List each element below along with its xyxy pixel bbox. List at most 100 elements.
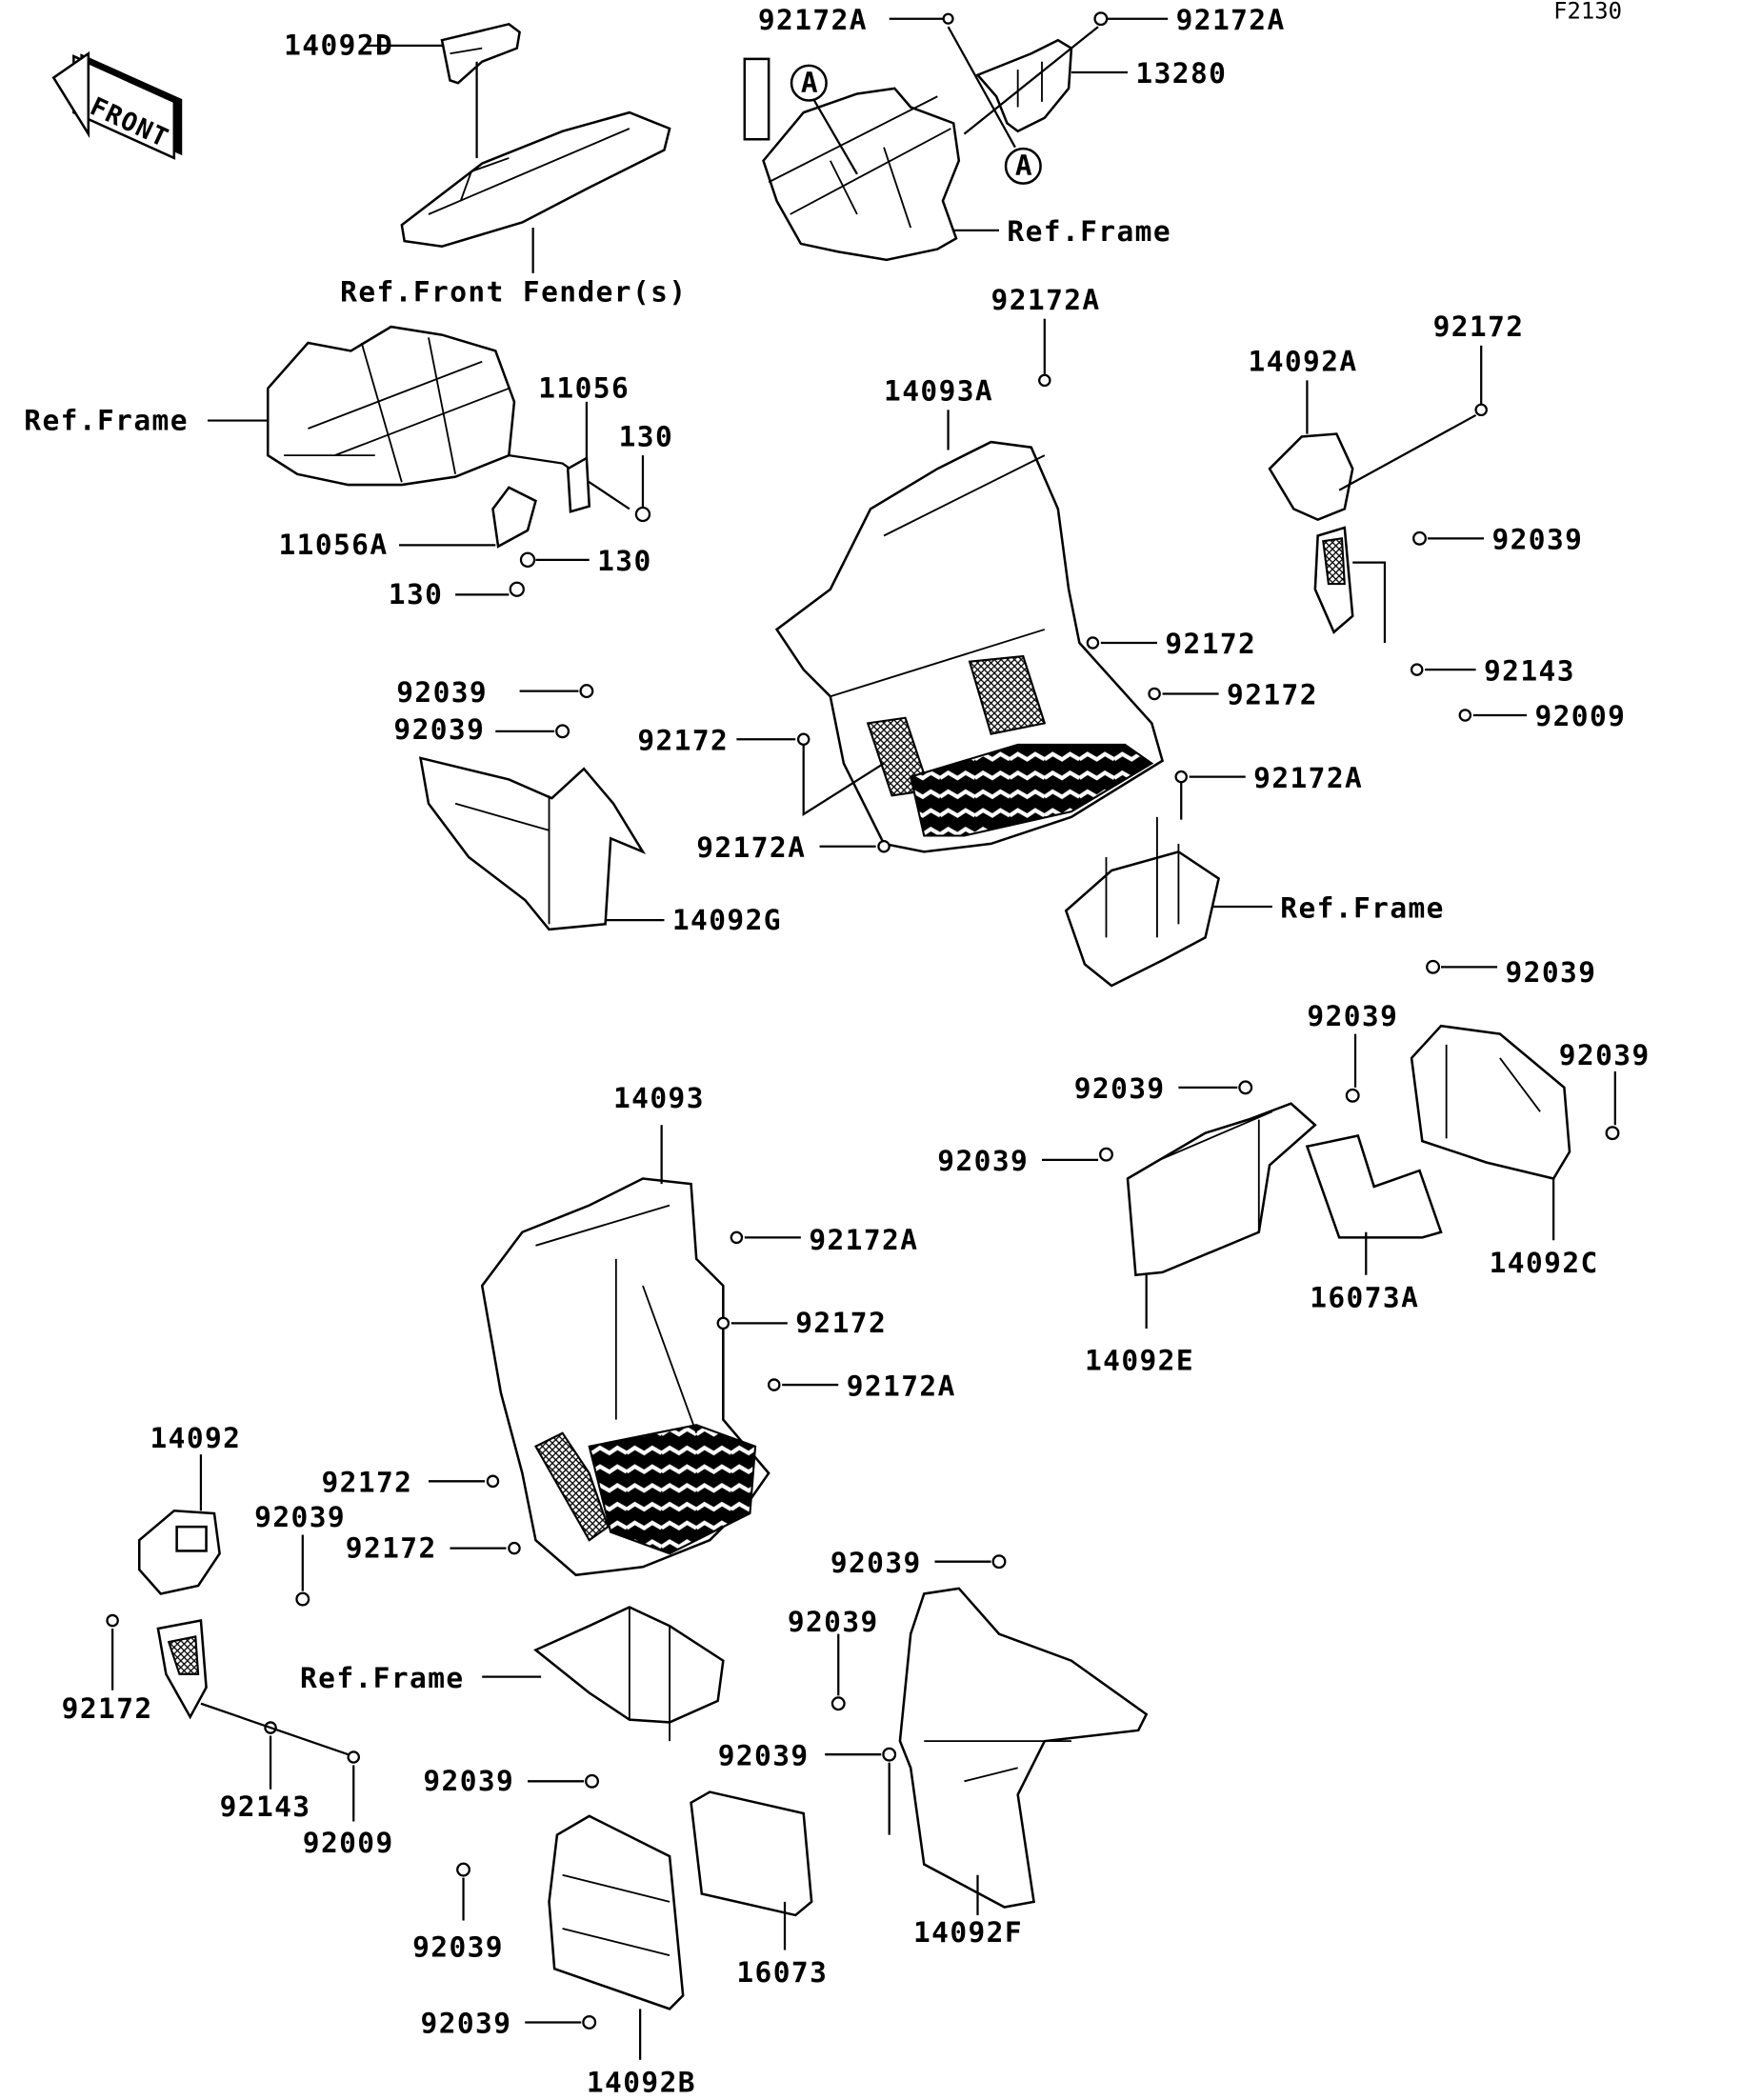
bolt-icon (1086, 636, 1100, 650)
label-92039: 92039 (1491, 524, 1583, 556)
bolt-icon (508, 1541, 521, 1555)
bolt-icon (1605, 1126, 1620, 1141)
label-92172A: 92172A (847, 1370, 956, 1402)
bolt-icon (1038, 373, 1051, 388)
label-16073A: 16073A (1310, 1281, 1419, 1313)
frame-ref-mid (1064, 816, 1221, 988)
label-92172: 92172 (795, 1307, 887, 1339)
label-92172A: 92172A (991, 284, 1101, 316)
label-13280: 13280 (1135, 57, 1227, 90)
bolt-icon (991, 1554, 1007, 1570)
label-ref-frame: Ref.Frame (300, 1662, 465, 1694)
label-ref-frame: Ref.Frame (1280, 891, 1445, 924)
label-92039: 92039 (718, 1739, 810, 1771)
diagram-code: F2130 (1553, 0, 1622, 25)
callout-a-marker (1004, 147, 1042, 185)
bolt-icon (585, 1773, 599, 1789)
part-14092A (1268, 432, 1354, 634)
label-92039: 92039 (396, 676, 488, 709)
part-14092 (137, 1509, 221, 1720)
label-92172: 92172 (62, 1692, 153, 1725)
label-92172A: 92172A (1176, 4, 1286, 36)
svg-text:A: A (801, 67, 819, 99)
bolt-icon (1345, 1088, 1360, 1103)
front-fender-ref (400, 110, 671, 249)
part-14092D (440, 22, 521, 85)
frame-ref-bottom (533, 1606, 725, 1742)
label-92172A: 92172A (1253, 762, 1363, 794)
part-11056A (491, 486, 537, 549)
label-14092C: 14092C (1490, 1247, 1599, 1279)
part-14092C (1410, 1024, 1571, 1180)
label-92172: 92172 (1165, 628, 1256, 660)
label-14093A: 14093A (884, 374, 993, 407)
bolt-icon (942, 12, 954, 25)
part-14092E (1126, 1102, 1317, 1277)
label-92009: 92009 (1534, 700, 1626, 732)
bolt-icon (555, 724, 570, 739)
label-16073: 16073 (736, 1956, 828, 1989)
part-16073A (1305, 1134, 1443, 1239)
bolt-icon (582, 2014, 597, 2030)
bolt-icon (347, 1750, 360, 1764)
bolt-icon (486, 1474, 500, 1489)
bolt-icon (730, 1230, 744, 1245)
label-92172A: 92172A (809, 1224, 918, 1256)
label-92039: 92039 (1559, 1039, 1651, 1071)
bolt-icon (519, 551, 536, 568)
bolt-icon (456, 1862, 470, 1877)
label-92039: 92039 (254, 1501, 346, 1533)
label-92143: 92143 (220, 1790, 311, 1823)
part-14092F (898, 1587, 1149, 1909)
label-92039: 92039 (937, 1145, 1029, 1177)
label-92009: 92009 (303, 1827, 394, 1859)
label-14092A: 14092A (1249, 346, 1358, 378)
label-92039: 92039 (830, 1547, 922, 1579)
label-130: 130 (389, 578, 444, 610)
bolt-icon (579, 684, 594, 699)
bolt-icon (877, 840, 891, 853)
bolt-icon (1474, 403, 1488, 417)
bolt-icon (1412, 530, 1427, 546)
label-11056: 11056 (538, 372, 630, 405)
label-14092: 14092 (150, 1422, 241, 1454)
part-14092B (548, 1814, 685, 2010)
label-92172: 92172 (637, 724, 729, 756)
label-92039: 92039 (423, 1765, 514, 1797)
label-ref-frame: Ref.Frame (24, 404, 189, 436)
bolt-icon (1410, 663, 1424, 676)
part-16073 (690, 1790, 813, 1917)
label-92172: 92172 (321, 1467, 412, 1499)
label-14092E: 14092E (1085, 1345, 1194, 1377)
label-92039: 92039 (421, 2008, 512, 2040)
label-92039: 92039 (1506, 956, 1597, 989)
part-14092G (418, 756, 647, 931)
bolt-icon (1099, 1147, 1113, 1162)
label-14093: 14093 (613, 1082, 705, 1114)
bolt-icon (830, 1696, 846, 1711)
label-92039: 92039 (412, 1931, 504, 1964)
label-92172A: 92172A (696, 831, 806, 864)
frame-ref-top (743, 57, 961, 262)
front-arrow-icon: FRONT (51, 50, 183, 160)
label-14092G: 14092G (672, 904, 782, 936)
frame-ref-left (266, 325, 516, 487)
bolt-icon (1458, 709, 1472, 722)
bolt-icon (882, 1747, 897, 1762)
label-92039: 92039 (393, 713, 485, 746)
label-14092F: 14092F (913, 1916, 1023, 1949)
label-ref-frame: Ref.Frame (1007, 215, 1171, 248)
label-ref-front-fender: Ref.Front Fender(s) (340, 275, 687, 308)
label-92039: 92039 (1074, 1072, 1166, 1105)
label-92172: 92172 (346, 1531, 437, 1564)
label-92172A: 92172A (758, 4, 868, 36)
label-92172: 92172 (1227, 679, 1318, 711)
label-92143: 92143 (1484, 654, 1575, 687)
bolt-icon (1148, 687, 1161, 701)
label-130: 130 (597, 545, 652, 577)
bolt-icon (768, 1378, 781, 1391)
bolt-icon (1174, 770, 1188, 784)
bolt-icon (106, 1613, 119, 1628)
bolt-icon (509, 581, 525, 597)
